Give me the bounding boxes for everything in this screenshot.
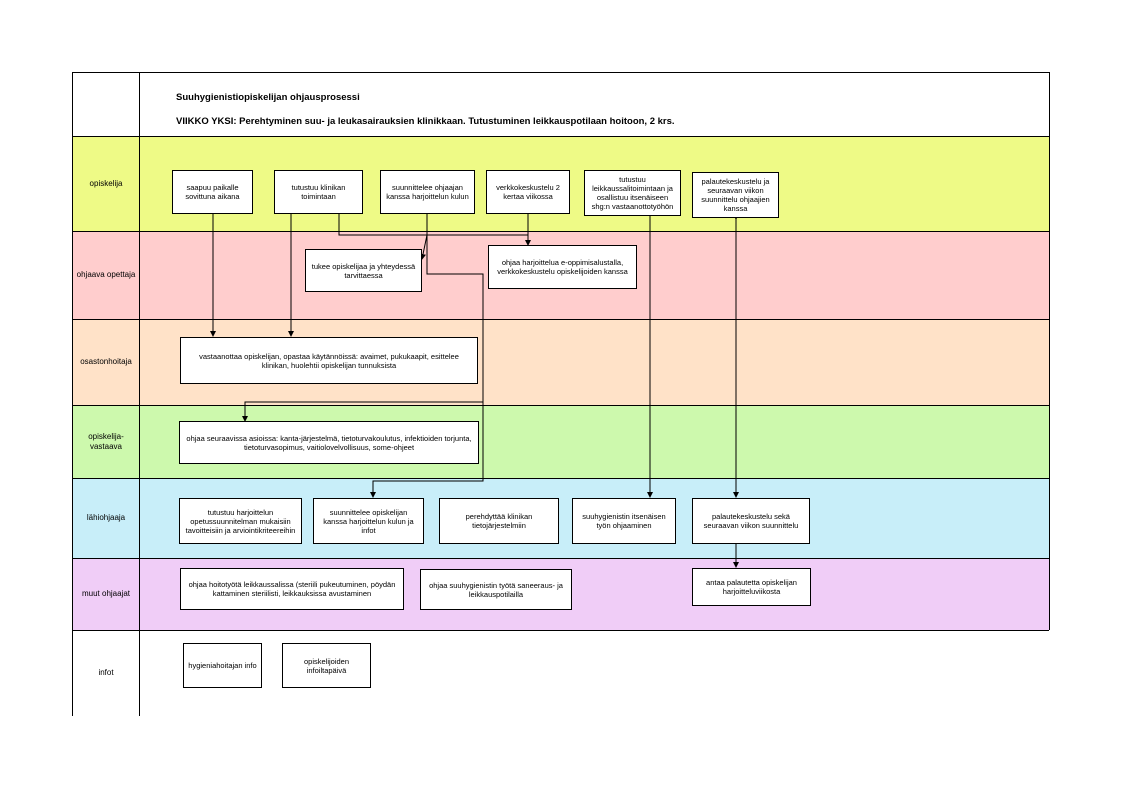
box-opiskelijoiden-infoiltapaiva: opiskelijoiden infoiltapäivä [282,643,371,688]
box-palautekeskustelu-lahiohjaaja: palautekeskustelu sekä seuraavan viikon … [692,498,810,544]
lane-label-muut-ohjaajat: muut ohjaajat [81,589,131,598]
box-tukee: tukee opiskelijaa ja yhteydessä tarvitta… [305,249,422,292]
diagram-subtitle: VIIKKO YKSI: Perehtyminen suu- ja leukas… [176,116,675,127]
lane-label-opiskelija: opiskelija [89,178,123,188]
grid-line [72,231,1049,232]
connector [242,401,483,422]
grid-line [72,319,1049,320]
grid-line [72,558,1049,559]
box-palautekeskustelu-opiskelija: palautekeskustelu ja seuraavan viikon su… [692,172,779,218]
box-tutustuu-harjoittelun: tutustuu harjoittelun opetussuunnitelman… [179,498,302,544]
grid-line [72,630,1049,631]
box-suuhygienistin-itsenaisen: suuhygienistin itsenäisen työn ohjaamine… [572,498,676,544]
box-suunnittelee-ohjaajan: suunnittelee ohjaajan kanssa harjoittelu… [380,170,475,214]
connector [338,214,484,498]
box-perehdyttaa: perehdyttää klinikan tietojärjestelmiin [439,498,559,544]
box-ohjaa-seuraavissa: ohjaa seuraavissa asioissa: kanta-järjes… [179,421,479,464]
box-hygieniahoitajan-info: hygieniahoitajan info [183,643,262,688]
box-saapuu: saapuu paikalle sovittuna aikana [172,170,253,214]
box-suunnittelee-opiskelijan: suunnittelee opiskelijan kanssa harjoitt… [313,498,424,544]
box-ohjaa-harjoittelua: ohjaa harjoittelua e-oppimisalustalla, v… [488,245,637,289]
lane-label-osastonhoitaja: osastonhoitaja [80,357,132,366]
grid-line [1049,72,1050,630]
box-tutustuu-klinikan: tutustuu klinikan toimintaan [274,170,363,214]
box-vastaanottaa: vastaanottaa opiskelijan, opastaa käytän… [180,337,478,384]
box-ohjaa-hoitotyota: ohjaa hoitotyötä leikkaussalissa (sterii… [180,568,404,610]
lane-label-lahiohjaaja: lähiohjaaja [86,513,126,522]
diagram-title: Suuhygienistiopiskelijan ohjausprosessi [176,92,360,103]
box-antaa-palautetta: antaa palautetta opiskelijan harjoittelu… [692,568,811,606]
grid-line [72,72,1049,73]
grid-line [72,405,1049,406]
grid-line [72,72,73,716]
lane-label-opiskelijavastaava: opiskelija- vastaava [88,431,124,451]
connector [426,214,528,236]
box-verkkokeskustelu: verkkokeskustelu 2 kertaa viikossa [486,170,570,214]
grid-line [139,72,140,716]
connector [420,234,428,260]
grid-line [72,478,1049,479]
box-ohjaa-suuhygienistin: ohjaa suuhygienistin työtä saneeraus- ja… [420,569,572,610]
box-tutustuu-leikkaussali: tutustuu leikkaussalitoimintaan ja osall… [584,170,681,216]
grid-line [72,136,1049,137]
lane-label-ohjaava-opettaja: ohjaava opettaja [76,270,136,279]
lane-label-infot: infot [98,668,114,677]
